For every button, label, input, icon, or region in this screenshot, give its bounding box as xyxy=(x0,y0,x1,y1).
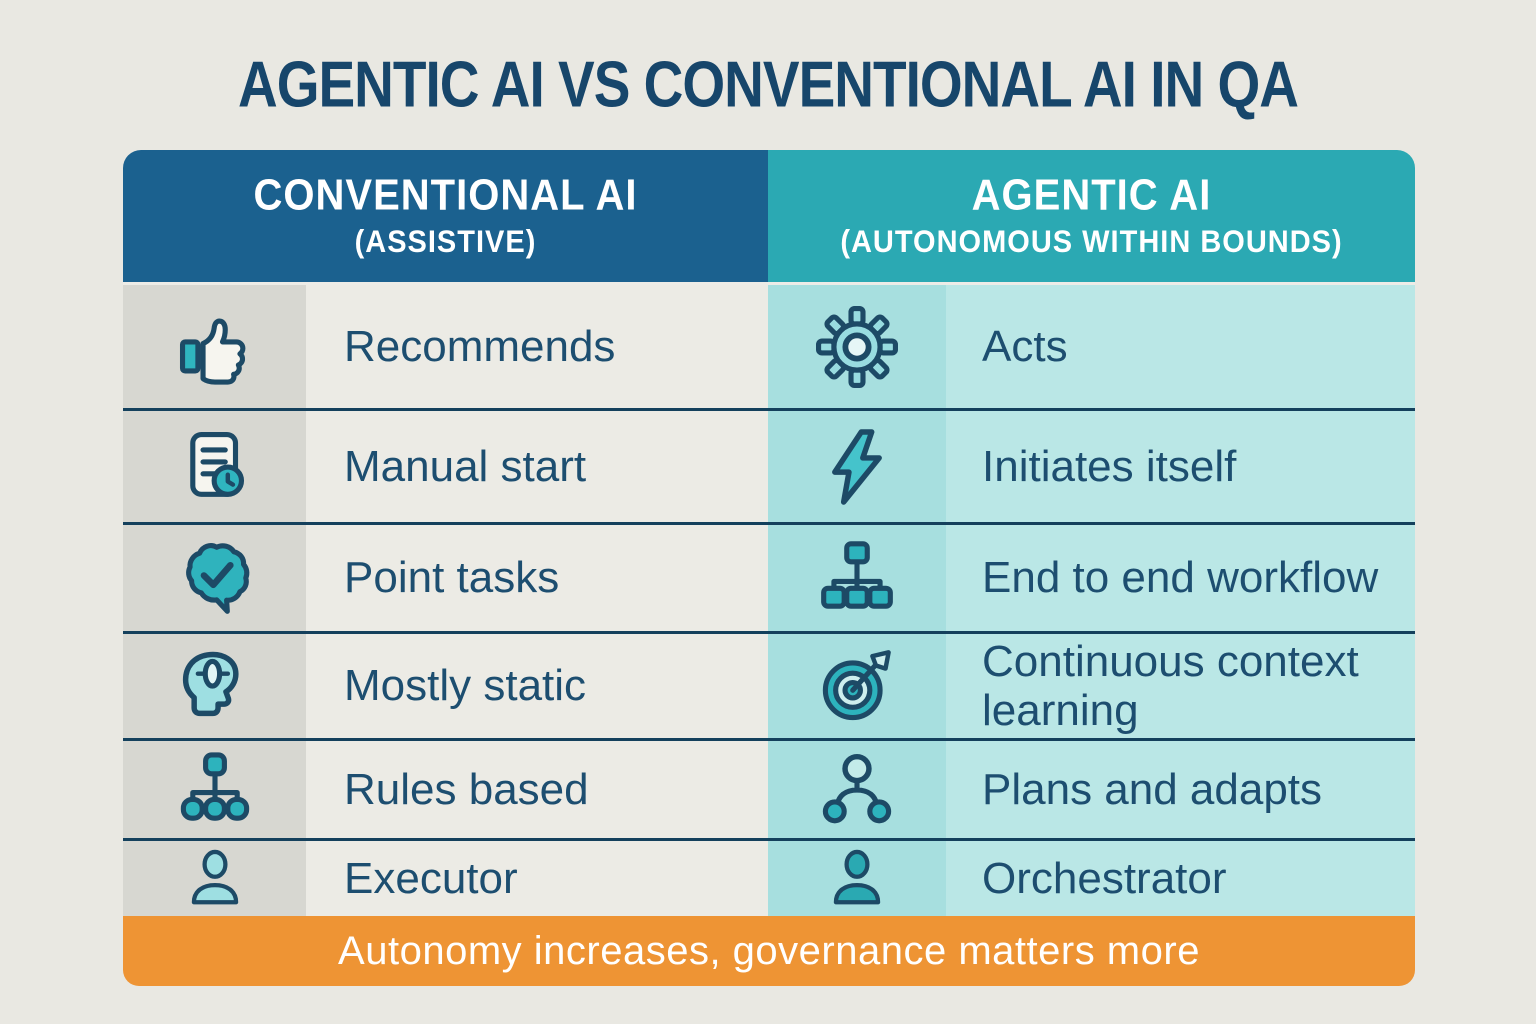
table-row: Recommends xyxy=(123,285,1415,408)
row-label-cell: End to end workflow xyxy=(946,525,1415,631)
row-label-cell: Point tasks xyxy=(306,525,768,631)
row-label-cell: Orchestrator xyxy=(946,841,1415,916)
column-title: AGENTIC AI xyxy=(971,170,1212,220)
person-icon xyxy=(768,841,946,916)
document-clock-icon xyxy=(123,411,306,522)
target-arrow-icon xyxy=(768,634,946,738)
row-label: Acts xyxy=(982,321,1068,371)
rules-hierarchy-icon xyxy=(123,741,306,838)
table-row: Mostly static Continuous context learnin… xyxy=(123,631,1415,738)
row-label-cell: Continuous context learning xyxy=(946,634,1415,738)
row-label-cell: Manual start xyxy=(306,411,768,522)
lightning-icon xyxy=(768,411,946,522)
gear-icon xyxy=(768,285,946,408)
table-row: Point tasks End to end workflow xyxy=(123,522,1415,631)
column-subtitle: (ASSISTIVE) xyxy=(354,224,537,260)
row-label: Mostly static xyxy=(344,661,587,711)
row-label-cell: Initiates itself xyxy=(946,411,1415,522)
person-network-icon xyxy=(768,741,946,838)
table-row: Rules based Plans and adapts xyxy=(123,738,1415,838)
thumbs-up-icon xyxy=(123,285,306,408)
row-label: Plans and adapts xyxy=(982,764,1323,814)
head-profile-icon xyxy=(123,634,306,738)
column-header-agentic-ai: AGENTIC AI (AUTONOMOUS WITHIN BOUNDS) xyxy=(768,150,1415,282)
page-title: AGENTIC AI VS CONVENTIONAL AI IN QA xyxy=(238,47,1299,121)
footer-banner: Autonomy increases, governance matters m… xyxy=(123,916,1415,986)
row-label: Recommends xyxy=(344,321,616,371)
row-label-cell: Executor xyxy=(306,841,768,916)
table-body: Recommends xyxy=(123,285,1415,916)
row-label: Orchestrator xyxy=(982,853,1227,903)
row-label: End to end workflow xyxy=(982,553,1379,603)
row-label-cell: Plans and adapts xyxy=(946,741,1415,838)
row-label-cell: Acts xyxy=(946,285,1415,408)
row-label-cell: Mostly static xyxy=(306,634,768,738)
row-label-cell: Recommends xyxy=(306,285,768,408)
table-row: Executor Orchestrator xyxy=(123,838,1415,916)
row-label: Initiates itself xyxy=(982,441,1237,491)
column-title: CONVENTIONAL AI xyxy=(253,170,638,220)
row-label: Continuous context learning xyxy=(982,636,1359,735)
workflow-hierarchy-icon xyxy=(768,525,946,631)
footer-label: Autonomy increases, governance matters m… xyxy=(338,928,1200,973)
brain-check-icon xyxy=(123,525,306,631)
comparison-table: CONVENTIONAL AI (ASSISTIVE) AGENTIC AI (… xyxy=(123,150,1415,916)
table-header-row: CONVENTIONAL AI (ASSISTIVE) AGENTIC AI (… xyxy=(123,150,1415,285)
row-label-cell: Rules based xyxy=(306,741,768,838)
column-header-conventional-ai: CONVENTIONAL AI (ASSISTIVE) xyxy=(123,150,768,282)
row-label: Rules based xyxy=(344,764,589,814)
table-row: Manual start Initiates itself xyxy=(123,408,1415,522)
row-label: Point tasks xyxy=(344,553,560,603)
row-label: Executor xyxy=(344,853,518,903)
person-icon xyxy=(123,841,306,916)
row-label: Manual start xyxy=(344,441,587,491)
column-subtitle: (AUTONOMOUS WITHIN BOUNDS) xyxy=(840,224,1343,260)
